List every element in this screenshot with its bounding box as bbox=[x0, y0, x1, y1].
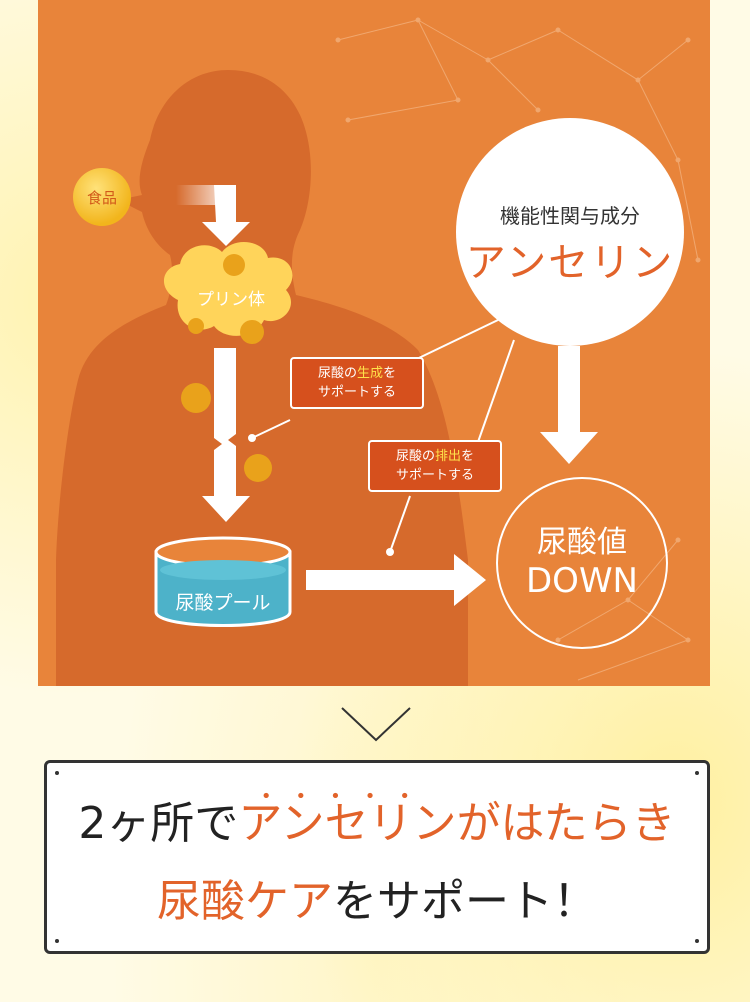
flow-arrow-down bbox=[202, 348, 250, 522]
corner-dot bbox=[55, 771, 59, 775]
support-highlight: 排出 bbox=[434, 449, 461, 464]
result-circle: 尿酸値 DOWN bbox=[496, 477, 668, 649]
support-prefix: 尿酸の bbox=[317, 366, 357, 381]
support-suffix: を bbox=[461, 449, 475, 464]
food-badge: 食品 bbox=[73, 168, 131, 226]
pool-label: 尿酸プール bbox=[175, 592, 271, 614]
result-line1: 尿酸値 bbox=[537, 525, 627, 560]
message-part5: をサポート！ bbox=[333, 876, 597, 927]
support-highlight: 生成 bbox=[356, 366, 383, 381]
support-box-production: 尿酸の生成を サポートする bbox=[290, 357, 424, 409]
message-part1: 2ヶ所で bbox=[78, 798, 239, 849]
intake-arrow-head bbox=[202, 185, 250, 246]
purine-cloud bbox=[163, 241, 293, 336]
corner-dot bbox=[55, 939, 59, 943]
purine-label: プリン体 bbox=[197, 290, 265, 310]
purine-particle bbox=[223, 254, 245, 276]
functional-label: 機能性関与成分 bbox=[500, 204, 640, 228]
emphasis-dots: ••••• bbox=[260, 786, 434, 807]
message-part3: がはたらき bbox=[456, 798, 676, 849]
ingredient-name: アンセリン bbox=[465, 240, 675, 286]
message-part4: 尿酸ケア bbox=[157, 876, 333, 927]
message-line2: 尿酸ケアをサポート！ bbox=[47, 865, 707, 929]
corner-dot bbox=[695, 939, 699, 943]
flow-arrow-right bbox=[306, 554, 486, 606]
purine-particle bbox=[240, 320, 264, 344]
message-emphasis: •••••アンセリン bbox=[238, 786, 457, 849]
purine-particle bbox=[188, 318, 204, 334]
ingredient-arrow-down bbox=[540, 346, 598, 464]
support-line2: サポートする bbox=[395, 468, 474, 483]
message-line1: 2ヶ所で•••••アンセリンがはたらき bbox=[47, 786, 707, 851]
purine-particle bbox=[244, 454, 272, 482]
message-box: 2ヶ所で•••••アンセリンがはたらき 尿酸ケアをサポート！ bbox=[44, 760, 710, 954]
chevron-down-icon bbox=[341, 707, 411, 742]
human-silhouette bbox=[56, 70, 468, 686]
ingredient-circle: 機能性関与成分 アンセリン bbox=[456, 118, 684, 346]
support-suffix: を bbox=[383, 366, 397, 381]
result-line2: DOWN bbox=[526, 561, 638, 601]
body-diagram bbox=[56, 17, 701, 686]
purine-particle bbox=[181, 383, 211, 413]
uric-acid-pool bbox=[154, 536, 292, 627]
support-prefix: 尿酸の bbox=[395, 449, 435, 464]
corner-dot bbox=[695, 771, 699, 775]
support-line2: サポートする bbox=[317, 385, 396, 400]
message-part2: アンセリン bbox=[238, 798, 457, 849]
diagram-panel: 食品 プリン体 尿酸の生成を サポートする 尿酸の排出を サポートする 機能性関… bbox=[38, 0, 710, 686]
support-box-excretion: 尿酸の排出を サポートする bbox=[368, 440, 502, 492]
